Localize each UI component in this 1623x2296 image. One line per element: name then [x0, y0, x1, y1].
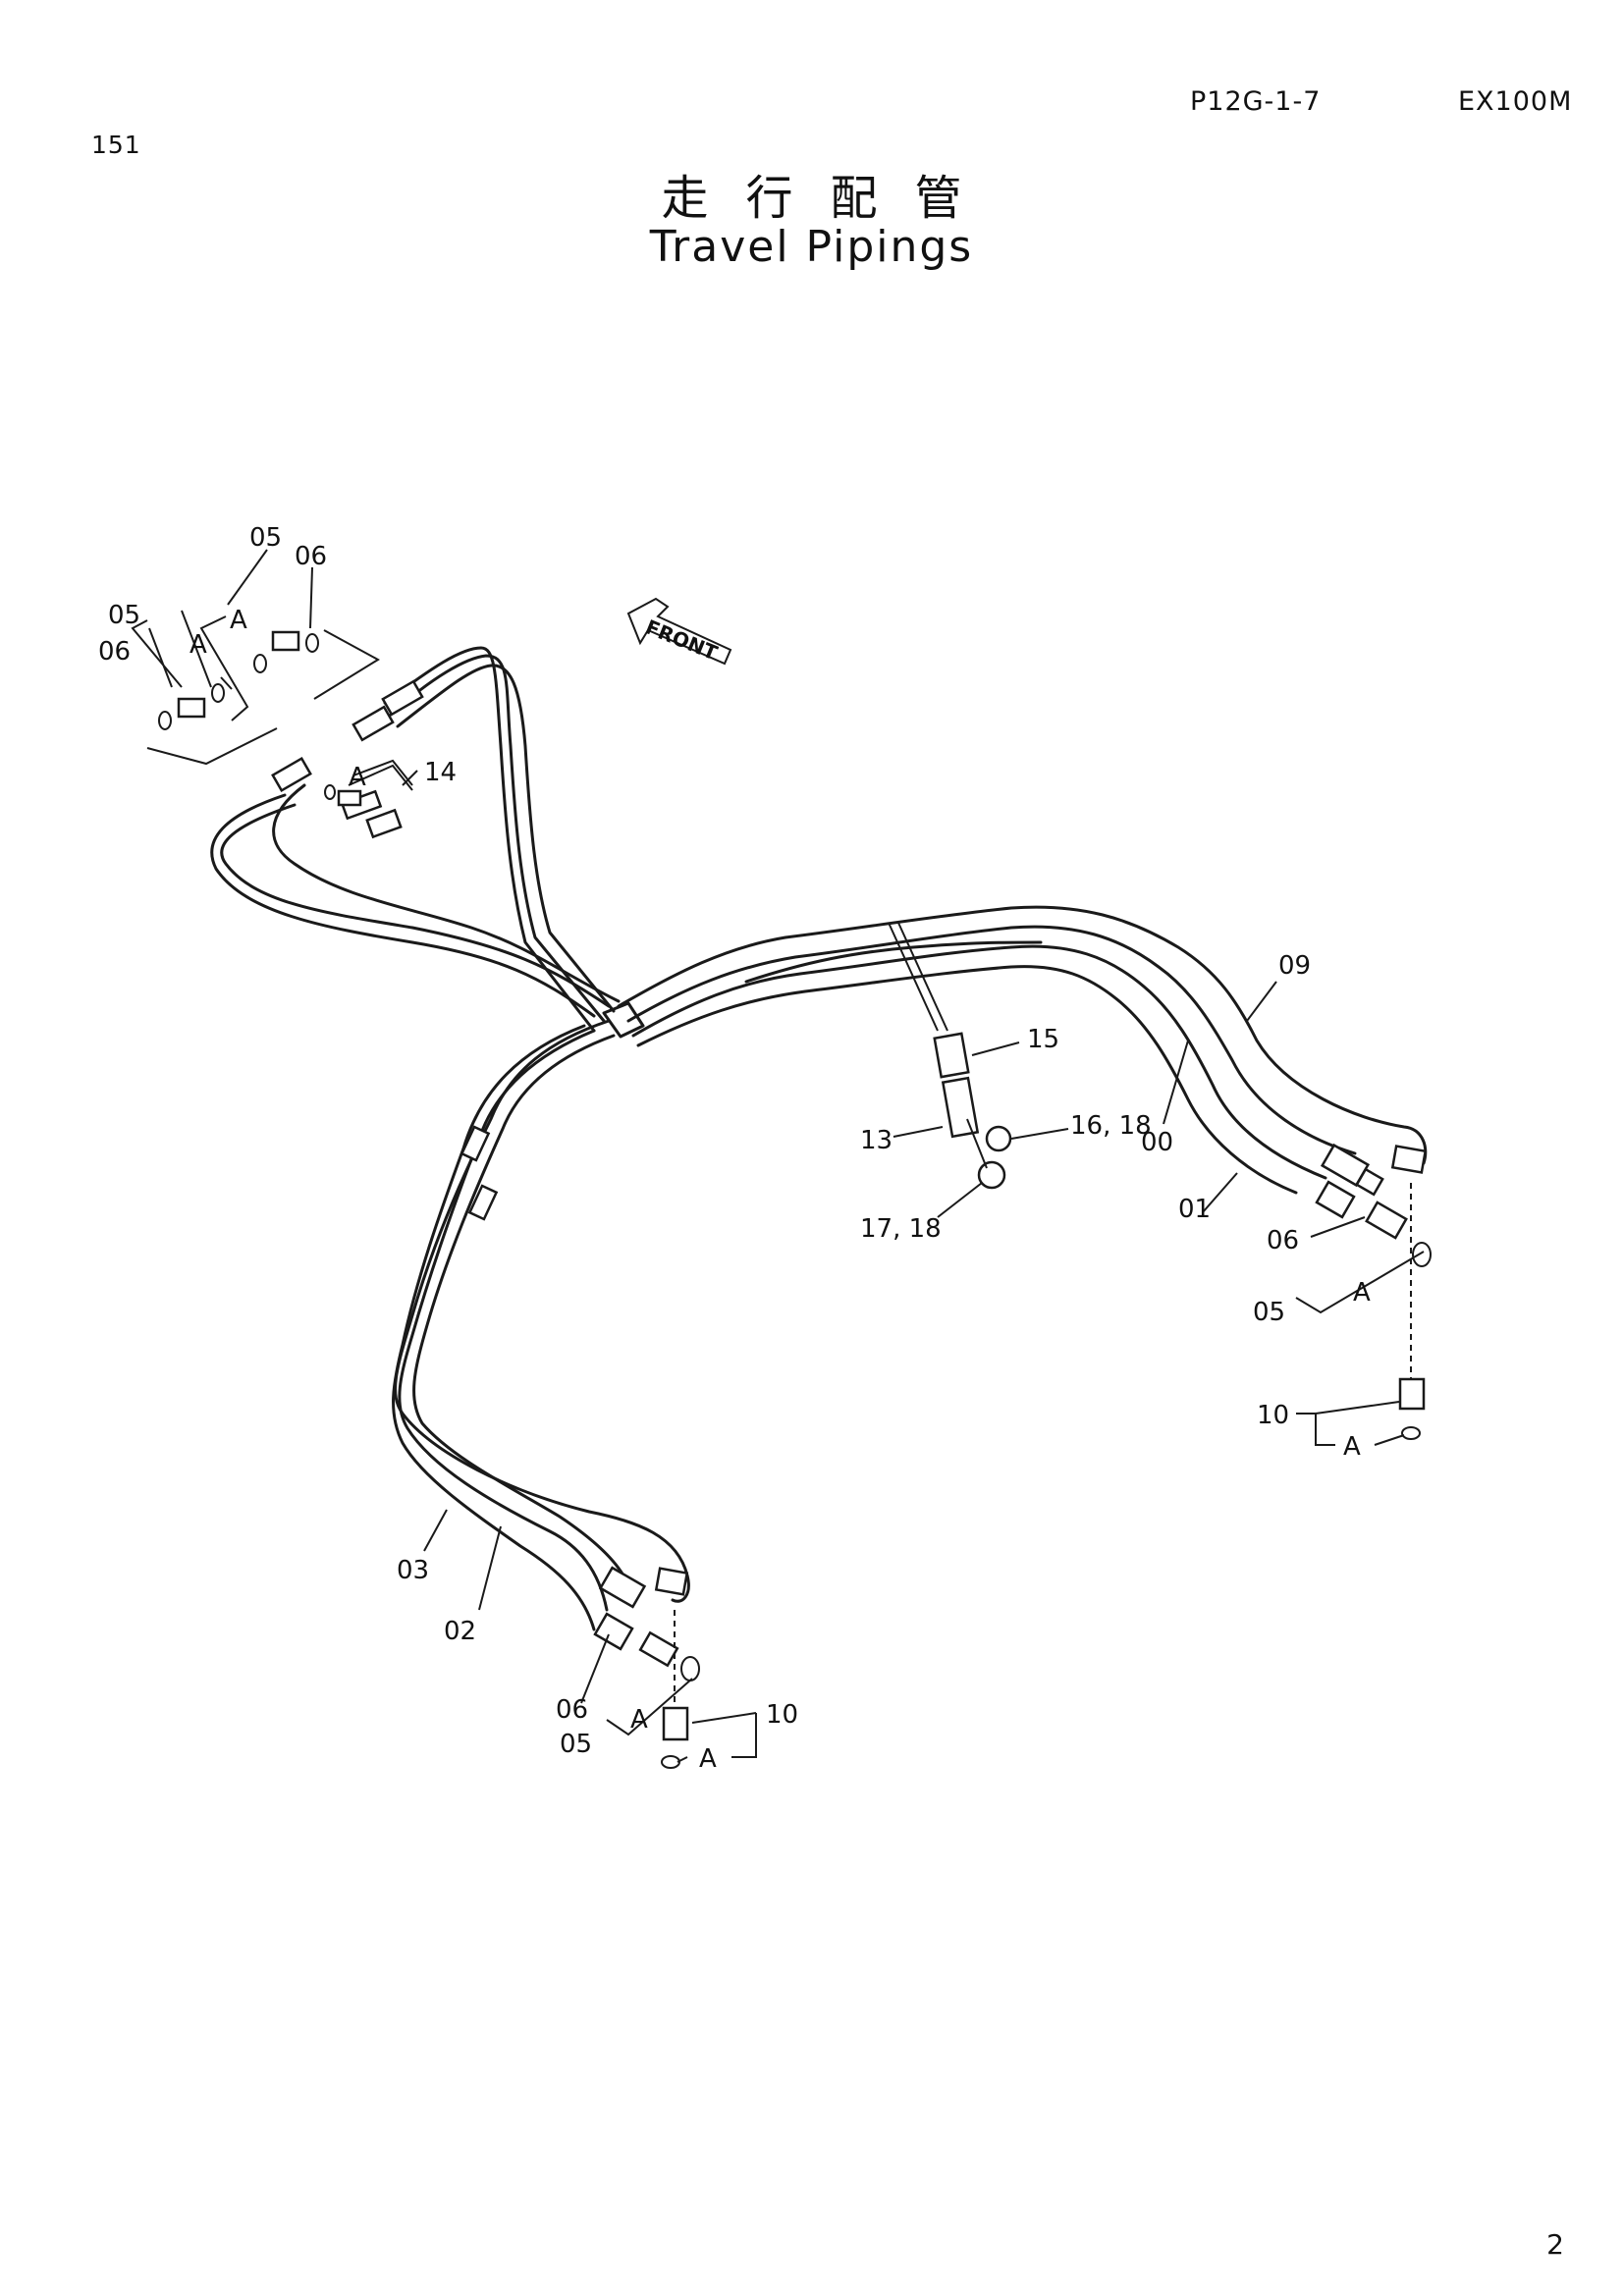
callout-label: 17, 18	[860, 1214, 942, 1244]
pipe-bundle	[210, 646, 1428, 1631]
front-arrow-icon: FRONT	[626, 597, 732, 665]
callout-label: 10	[1257, 1401, 1289, 1430]
callout-label: A	[189, 630, 207, 660]
callout-label: 05	[108, 601, 140, 630]
callout-label: A	[1353, 1278, 1371, 1308]
model-code: EX100M	[1458, 86, 1573, 117]
callout-label: 16, 18	[1070, 1111, 1152, 1141]
callout-labels: 05 06 A 05 A 06 A 14 09 15 16, 18 00 13 …	[98, 523, 1371, 1774]
callout-label: 06	[295, 542, 327, 571]
callout-label: 13	[860, 1126, 893, 1155]
clamp-assembly	[888, 922, 1012, 1190]
right-end-fittings	[1315, 1143, 1432, 1440]
leader-lines	[148, 549, 1425, 1763]
callout-label: 05	[560, 1730, 592, 1759]
callout-label: 15	[1027, 1025, 1059, 1054]
callout-label: 02	[444, 1617, 476, 1646]
top-left-fittings	[131, 610, 424, 839]
callout-label: 09	[1278, 951, 1311, 981]
callout-label: A	[699, 1744, 717, 1774]
page-number: 151	[91, 131, 141, 159]
drawing-code: P12G-1-7	[1190, 86, 1322, 117]
callout-label: 06	[98, 637, 131, 667]
callout-label: 00	[1141, 1128, 1173, 1157]
callout-label: 06	[556, 1695, 588, 1725]
front-label: FRONT	[642, 614, 721, 665]
bottom-end-fittings	[593, 1566, 700, 1769]
callout-label: A	[630, 1705, 648, 1735]
callout-label: 14	[424, 758, 457, 787]
callout-label: 06	[1267, 1226, 1299, 1255]
callout-label: 01	[1178, 1195, 1211, 1224]
callout-label: 10	[766, 1700, 798, 1730]
callout-label: 03	[397, 1556, 429, 1585]
callout-label: A	[230, 606, 247, 635]
callout-label: A	[349, 763, 366, 792]
callout-label: 05	[249, 523, 282, 553]
callout-label: 05	[1253, 1298, 1285, 1327]
callout-label: A	[1343, 1432, 1361, 1462]
page-title-japanese: 走行配管	[661, 171, 1000, 226]
page-title-english: Travel Pipings	[649, 222, 974, 272]
sheet-number: 2	[1546, 2228, 1564, 2261]
